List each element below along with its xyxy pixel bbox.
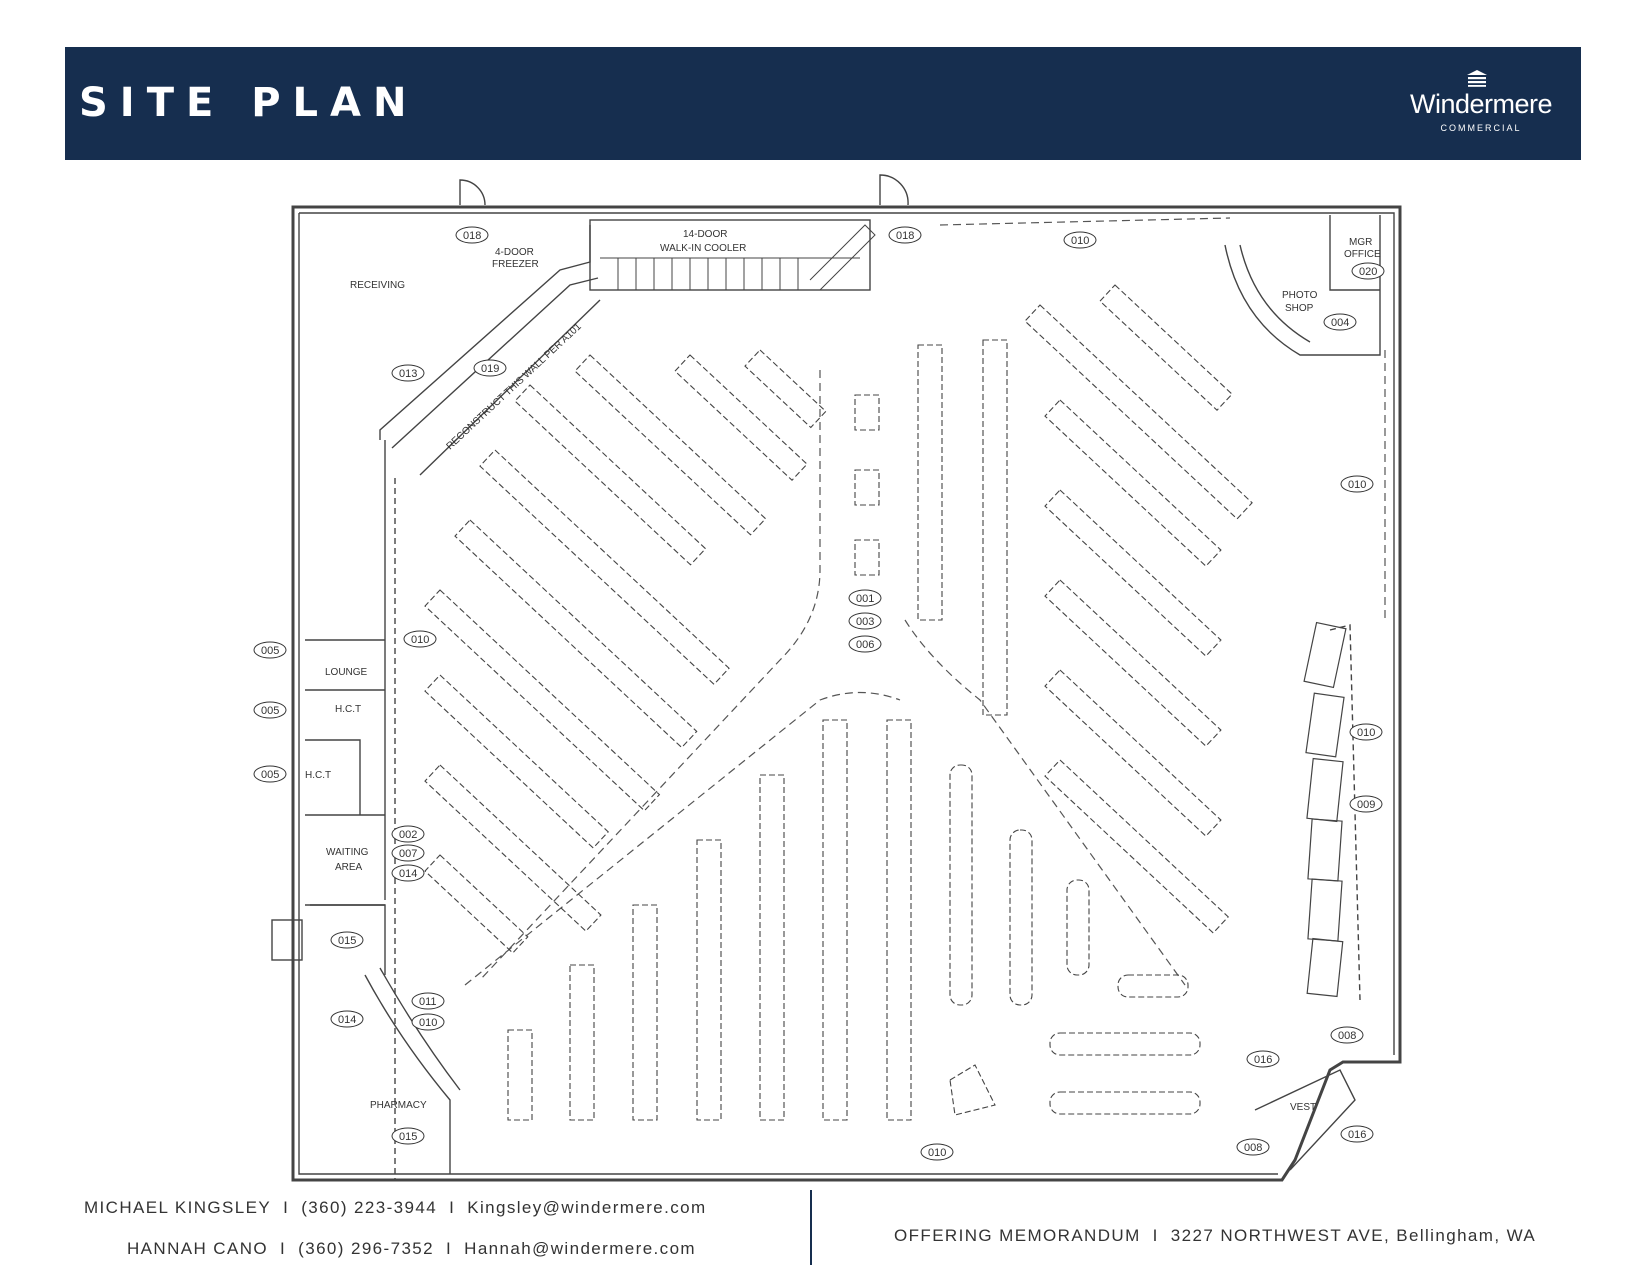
ref-tag: 011	[411, 992, 445, 1010]
svg-text:007: 007	[399, 848, 417, 860]
ref-tag: 015	[330, 931, 364, 949]
ref-tag: 010	[920, 1143, 954, 1161]
ref-tag: 014	[391, 864, 425, 882]
svg-text:010: 010	[1348, 479, 1366, 491]
svg-text:005: 005	[261, 645, 279, 657]
room-lounge: LOUNGE	[325, 667, 368, 678]
room-freezer-line2: FREEZER	[492, 259, 539, 270]
svg-text:015: 015	[399, 1131, 417, 1143]
ref-tag: 015	[391, 1127, 425, 1145]
svg-text:003: 003	[856, 616, 874, 628]
svg-text:010: 010	[1071, 235, 1089, 247]
logo-name: Windermere	[1409, 89, 1553, 119]
svg-text:011: 011	[419, 996, 437, 1008]
svg-text:020: 020	[1359, 266, 1377, 278]
ref-tag: 014	[330, 1010, 364, 1028]
ref-tag: 010	[1063, 231, 1097, 249]
agent1-email[interactable]: Kingsley@windermere.com	[467, 1198, 707, 1217]
svg-text:014: 014	[399, 868, 417, 880]
ref-tag: 008	[1236, 1138, 1270, 1156]
agent1-name: MICHAEL KINGSLEY	[84, 1198, 272, 1217]
room-waiting-line2: AREA	[335, 862, 363, 873]
svg-text:016: 016	[1348, 1129, 1366, 1141]
ref-tag: 010	[411, 1013, 445, 1031]
ref-tag: 018	[888, 226, 922, 244]
svg-text:010: 010	[1357, 727, 1375, 739]
floor-plan-svg: RECEIVING 4-DOOR FREEZER 14-DOOR WALK-IN…	[253, 174, 1402, 1182]
svg-text:004: 004	[1331, 317, 1349, 329]
room-vest: VEST	[1290, 1102, 1316, 1113]
ref-tag: 018	[455, 226, 489, 244]
ref-tag: 001	[848, 589, 882, 607]
agent2-email[interactable]: Hannah@windermere.com	[464, 1239, 696, 1258]
site-plan-drawing: RECEIVING 4-DOOR FREEZER 14-DOOR WALK-IN…	[240, 170, 1420, 1185]
room-receiving: RECEIVING	[350, 280, 405, 291]
doc-label: OFFERING MEMORANDUM	[894, 1226, 1141, 1245]
ref-tag: 010	[1349, 723, 1383, 741]
room-freezer-line1: 4-DOOR	[495, 247, 534, 258]
room-waiting-line1: WAITING	[326, 847, 369, 858]
page-title: SITE PLAN	[79, 80, 419, 126]
room-photo-line2: SHOP	[1285, 303, 1314, 314]
ref-tag: 005	[253, 765, 287, 783]
ref-tag: 010	[403, 630, 437, 648]
svg-text:018: 018	[463, 230, 481, 242]
room-hct-1: H.C.T	[335, 704, 361, 715]
property-address: 3227 NORTHWEST AVE, Bellingham, WA	[1170, 1226, 1537, 1245]
ref-tag: 013	[391, 364, 425, 382]
svg-text:010: 010	[928, 1147, 946, 1159]
windermere-logo: Windermere COMMERCIAL	[1401, 69, 1561, 139]
room-cooler-line1: 14-DOOR	[683, 229, 727, 240]
ref-tag: 008	[1330, 1026, 1364, 1044]
windermere-house-icon	[1467, 70, 1487, 87]
svg-text:002: 002	[399, 829, 417, 841]
svg-text:009: 009	[1357, 799, 1375, 811]
svg-text:019: 019	[481, 363, 499, 375]
svg-text:018: 018	[896, 230, 914, 242]
room-hct-2: H.C.T	[305, 770, 331, 781]
ref-tag: 005	[253, 641, 287, 659]
svg-text:006: 006	[856, 639, 874, 651]
agent2-phone[interactable]: (360) 296-7352	[298, 1239, 435, 1258]
ref-tag: 003	[848, 612, 882, 630]
ref-tag: 019	[473, 359, 507, 377]
ref-tag: 020	[1351, 262, 1385, 280]
svg-text:016: 016	[1254, 1054, 1272, 1066]
svg-text:015: 015	[338, 935, 356, 947]
ref-tag: 016	[1340, 1125, 1374, 1143]
wall-note: RECONSTRUCT THIS WALL PER A101	[445, 321, 585, 452]
svg-text:008: 008	[1338, 1030, 1356, 1042]
header-banner: SITE PLAN Windermere COMMERCIAL	[65, 47, 1581, 160]
svg-text:008: 008	[1244, 1142, 1262, 1154]
svg-text:010: 010	[419, 1017, 437, 1029]
room-mgr-line2: OFFICE	[1344, 249, 1381, 260]
svg-text:005: 005	[261, 769, 279, 781]
footer-divider	[810, 1190, 812, 1265]
ref-tag: 007	[391, 844, 425, 862]
svg-text:014: 014	[338, 1014, 356, 1026]
room-cooler-line2: WALK-IN COOLER	[660, 243, 746, 254]
svg-text:010: 010	[411, 634, 429, 646]
room-mgr-line1: MGR	[1349, 237, 1372, 248]
svg-text:001: 001	[856, 593, 874, 605]
logo-subtitle: COMMERCIAL	[1440, 123, 1522, 133]
ref-tag: 010	[1340, 475, 1374, 493]
room-photo-line1: PHOTO	[1282, 290, 1318, 301]
agent2-name: HANNAH CANO	[127, 1239, 269, 1258]
ref-tag: 002	[391, 825, 425, 843]
room-pharmacy: PHARMACY	[370, 1100, 427, 1111]
ref-tag: 016	[1246, 1050, 1280, 1068]
ref-tag: 005	[253, 701, 287, 719]
ref-tag: 004	[1323, 313, 1357, 331]
ref-tag: 006	[848, 635, 882, 653]
svg-text:013: 013	[399, 368, 417, 380]
agent1-phone[interactable]: (360) 223-3944	[301, 1198, 438, 1217]
svg-text:005: 005	[261, 705, 279, 717]
ref-tag: 009	[1349, 795, 1383, 813]
